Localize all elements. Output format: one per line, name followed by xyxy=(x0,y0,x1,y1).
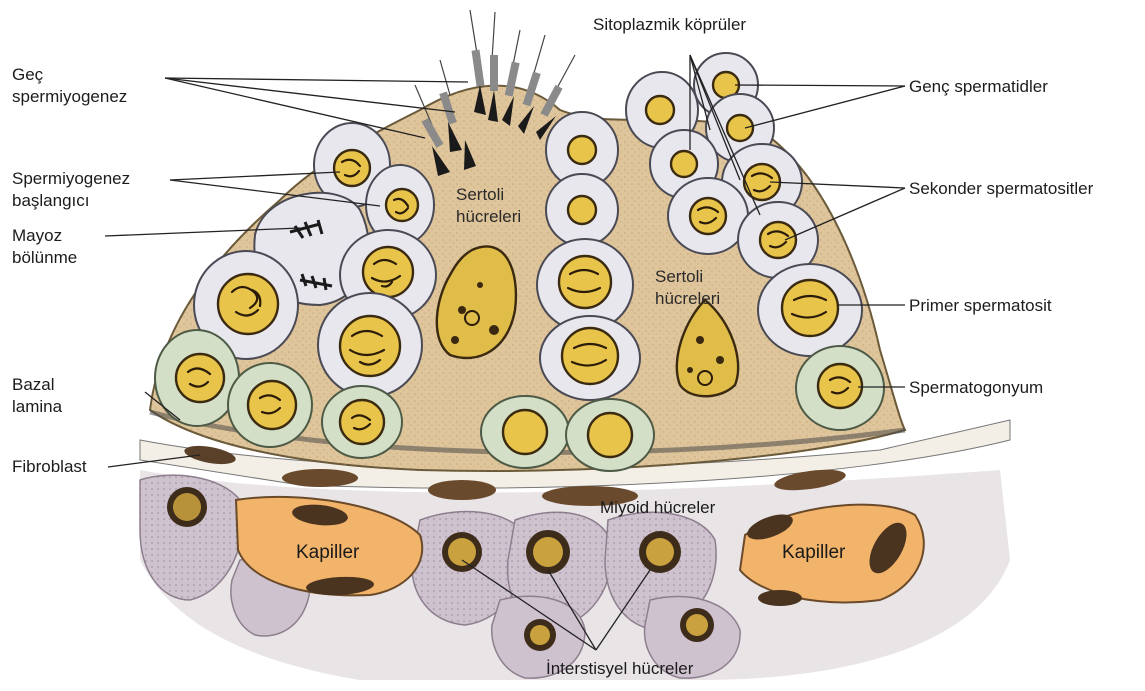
label-sertoli-1b: hücreleri xyxy=(456,207,521,226)
label-spermiyogenez-baslangici-2: başlangıcı xyxy=(12,191,90,210)
label-sertoli-2a: Sertoli xyxy=(655,267,703,286)
label-gec-spermiyogenez-2: spermiyogenez xyxy=(12,87,127,106)
label-bazal-lamina-2: lamina xyxy=(12,397,63,416)
label-fibroblast: Fibroblast xyxy=(12,457,87,476)
label-kapiller-left: Kapiller xyxy=(296,542,360,563)
label-miyoid-hucreler: Miyoid hücreler xyxy=(600,498,716,517)
label-spermatogonyum: Spermatogonyum xyxy=(909,378,1043,397)
label-interstisyel-hucreler: İnterstisyel hücreler xyxy=(546,659,694,678)
label-genc-spermatidler: Genç spermatidler xyxy=(909,77,1048,96)
label-primer-spermatosit: Primer spermatosit xyxy=(909,296,1052,315)
label-sertoli-2b: hücreleri xyxy=(655,289,720,308)
label-kapiller-right: Kapiller xyxy=(782,542,846,563)
label-mayoz-bolunme-1: Mayoz xyxy=(12,226,62,245)
label-spermiyogenez-baslangici-1: Spermiyogenez xyxy=(12,169,130,188)
label-sertoli-1a: Sertoli xyxy=(456,185,504,204)
label-gec-spermiyogenez-1: Geç xyxy=(12,65,44,84)
label-mayoz-bolunme-2: bölünme xyxy=(12,248,77,267)
label-sekonder-spermatositler: Sekonder spermatositler xyxy=(909,179,1094,198)
label-sitoplazmik-kopruler: Sitoplazmik köprüler xyxy=(593,15,746,34)
label-bazal-lamina-1: Bazal xyxy=(12,375,55,394)
